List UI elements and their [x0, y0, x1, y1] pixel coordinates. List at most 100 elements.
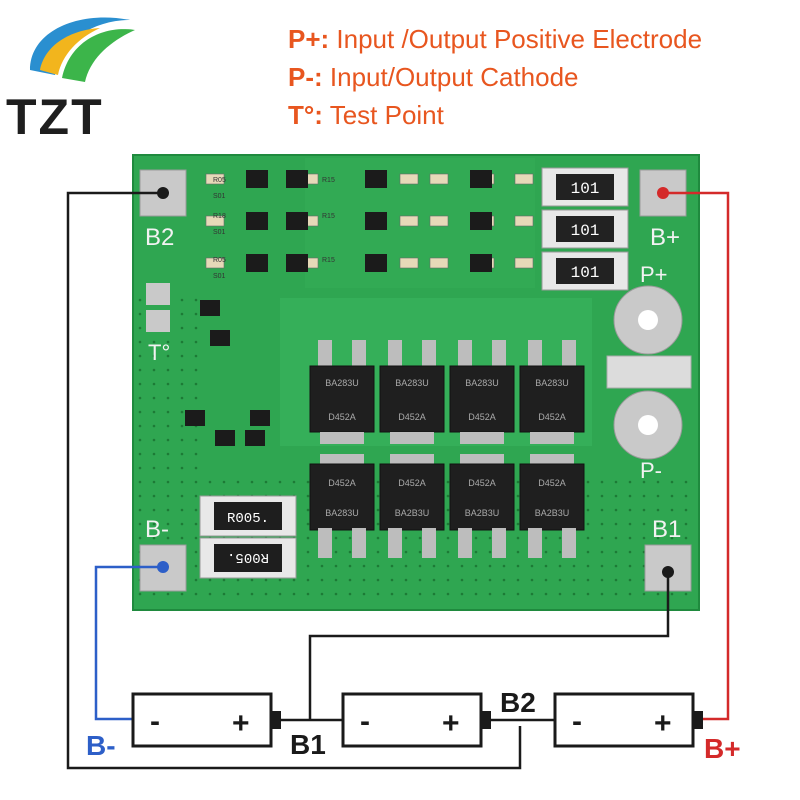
via-dot [642, 480, 646, 484]
via-dot [656, 536, 660, 540]
via-dot [306, 592, 310, 596]
via-dot [670, 480, 674, 484]
via-dot [642, 536, 646, 540]
via-dot [152, 382, 156, 386]
via-dot [628, 508, 632, 512]
via-dot [138, 312, 142, 316]
via-dot [180, 424, 184, 428]
mosfet-marking: D452A [328, 412, 356, 422]
via-dot [306, 578, 310, 582]
via-dot [194, 354, 198, 358]
svg-text:-: - [150, 705, 160, 738]
legend-text: Input/Output Cathode [322, 62, 579, 92]
via-dot [166, 536, 170, 540]
smd-resistor [514, 257, 534, 269]
legend-pminus: P-: Input/Output Cathode [288, 62, 579, 93]
smd-transistor [365, 170, 387, 188]
via-dot [152, 368, 156, 372]
via-dot [306, 480, 310, 484]
smd-transistor [210, 330, 230, 346]
via-dot [474, 536, 478, 540]
smd-resistor [205, 215, 225, 227]
via-dot [152, 536, 156, 540]
svg-text:+: + [442, 707, 460, 740]
smd-transistor [250, 410, 270, 426]
via-dot [152, 480, 156, 484]
svg-text:101: 101 [571, 264, 600, 282]
via-dot [460, 564, 464, 568]
via-dot [166, 466, 170, 470]
via-dot [642, 508, 646, 512]
via-dot [558, 564, 562, 568]
via-dot [306, 522, 310, 526]
via-dot [628, 494, 632, 498]
via-dot [530, 578, 534, 582]
via-dot [656, 508, 660, 512]
mosfet: D452A BA2B3U [379, 454, 445, 558]
smd-resistor [399, 173, 419, 185]
via-dot [656, 522, 660, 526]
via-dot [530, 592, 534, 596]
via-dot [264, 480, 268, 484]
svg-text:R05: R05 [213, 257, 226, 264]
mosfet-marking: D452A [398, 478, 426, 488]
wire-b2 [66, 191, 522, 770]
via-dot [194, 550, 198, 554]
via-dot [642, 522, 646, 526]
smd-resistor [399, 257, 419, 269]
shunt-resistor: R005. [199, 537, 297, 579]
via-dot [320, 578, 324, 582]
terminal-label-pminus: P- [640, 458, 662, 483]
wire-b1 [308, 572, 670, 719]
wire-bplus [663, 191, 730, 721]
via-dot [138, 354, 142, 358]
smd-transistor [246, 254, 268, 272]
test-point-label: T° [148, 340, 170, 365]
pad-label-b1: B1 [652, 516, 681, 543]
svg-text:-: - [360, 705, 370, 738]
via-dot [138, 438, 142, 442]
legend-text: Input /Output Positive Electrode [329, 24, 703, 54]
via-dot [236, 480, 240, 484]
via-dot [516, 564, 520, 568]
via-dot [166, 480, 170, 484]
via-dot [544, 564, 548, 568]
via-dot [180, 536, 184, 540]
via-dot [670, 592, 674, 596]
via-dot [152, 466, 156, 470]
via-dot [166, 368, 170, 372]
via-dot [152, 592, 156, 596]
via-dot [152, 494, 156, 498]
via-dot [180, 480, 184, 484]
via-dot [166, 396, 170, 400]
via-dot [194, 592, 198, 596]
svg-text:101: 101 [571, 180, 600, 198]
via-dot [320, 592, 324, 596]
smd-transistor [185, 410, 205, 426]
smd-resistor [429, 257, 449, 269]
via-dot [166, 354, 170, 358]
via-dot [194, 382, 198, 386]
via-dot [670, 494, 674, 498]
via-dot [600, 494, 604, 498]
label-bplus: B+ [704, 733, 741, 764]
via-dot [194, 312, 198, 316]
via-dot [180, 340, 184, 344]
via-dot [600, 578, 604, 582]
via-dot [516, 578, 520, 582]
via-dot [194, 340, 198, 344]
via-dot [194, 298, 198, 302]
via-dot [334, 550, 338, 554]
via-dot [404, 592, 408, 596]
via-dot [194, 508, 198, 512]
via-dot [180, 438, 184, 442]
via-dot [614, 578, 618, 582]
via-dot [516, 592, 520, 596]
via-dot [152, 424, 156, 428]
mosfet-marking: BA2B3U [395, 508, 430, 518]
via-dot [516, 550, 520, 554]
via-dot [558, 578, 562, 582]
via-dot [152, 354, 156, 358]
via-dot [180, 508, 184, 512]
